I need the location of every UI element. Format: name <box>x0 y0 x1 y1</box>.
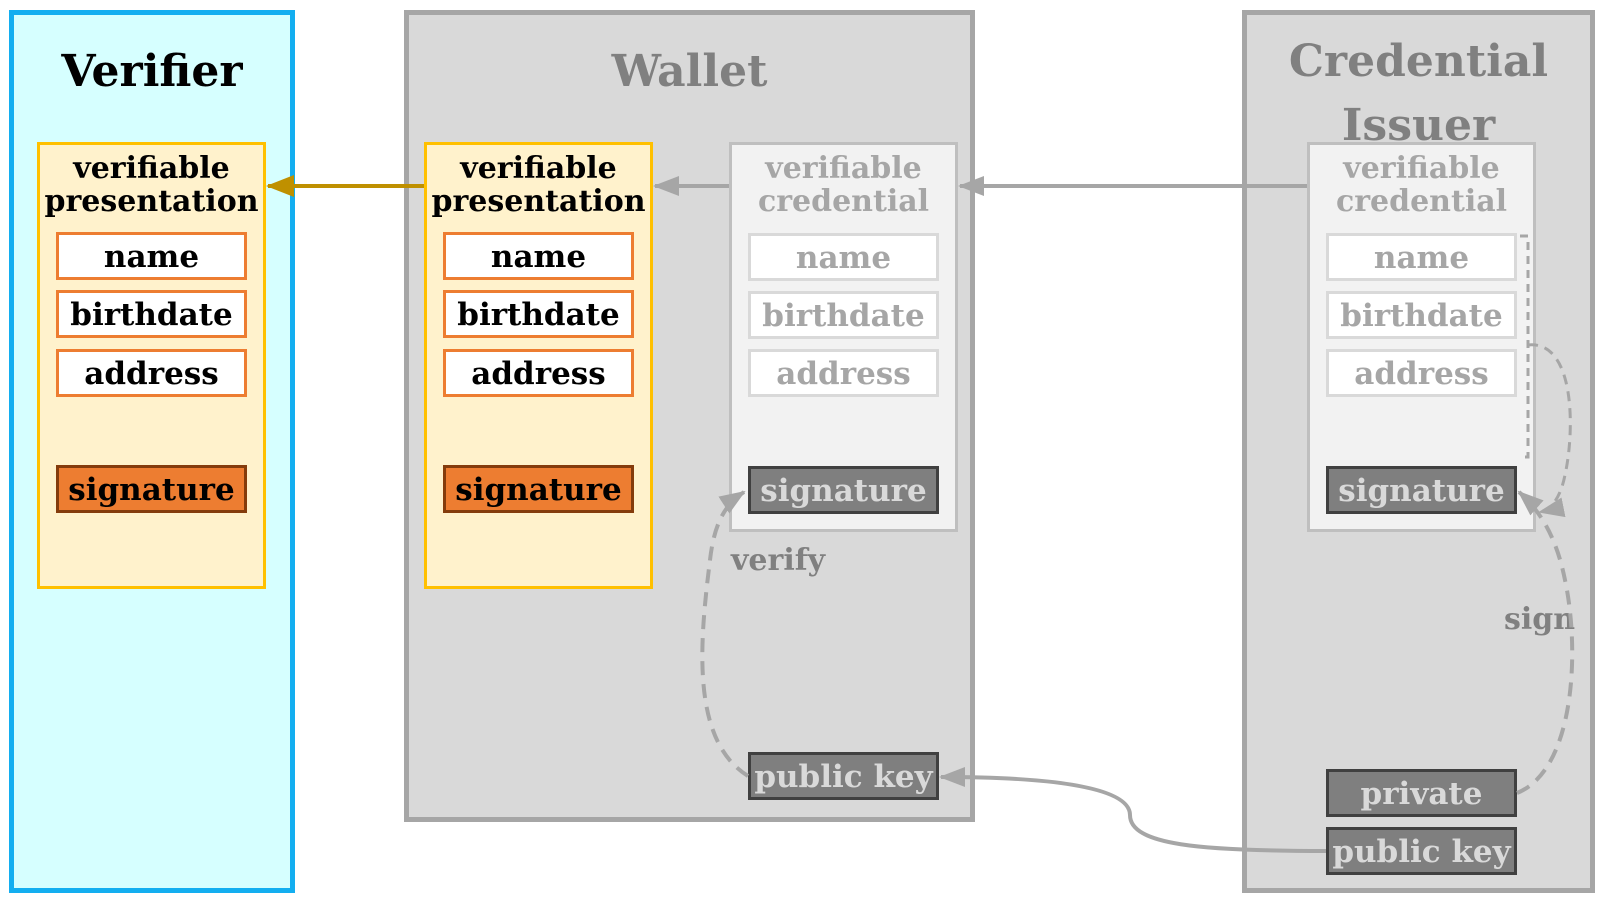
wallet-title: Wallet <box>611 46 768 97</box>
issuer-credential-field-address: address <box>1326 349 1517 397</box>
issuer-credential-signature: signature <box>1326 466 1517 514</box>
verifier-field-name: name <box>56 232 247 280</box>
wallet-credential-title: verifiable credential <box>757 151 930 219</box>
sign-label: sign <box>1504 602 1576 637</box>
sign-dashed-arrow <box>1516 490 1575 795</box>
fields-bracket <box>1520 234 1530 459</box>
wallet-credential-signature: signature <box>748 466 939 514</box>
wallet-public-key: public key <box>748 752 939 800</box>
wallet-presentation-title: verifiable presentation <box>431 151 646 219</box>
verifier-field-address: address <box>56 349 247 397</box>
wallet-credential-field-address: address <box>748 349 939 397</box>
wallet-presentation-field-address: address <box>443 349 634 397</box>
wallet-credential-field-birthdate: birthdate <box>748 291 939 339</box>
issuer-credential-field-birthdate: birthdate <box>1326 291 1517 339</box>
issuer-private-key: private key <box>1326 769 1517 856</box>
verifier-field-birthdate: birthdate <box>56 290 247 338</box>
issuer-credential-field-name: name <box>1326 233 1517 281</box>
verifier-title: Verifier <box>61 46 243 97</box>
hash-dashed-arrow <box>1527 343 1572 518</box>
verify-dashed-arrow <box>700 490 750 778</box>
verify-label: verify <box>731 543 826 578</box>
wallet-presentation-field-name: name <box>443 232 634 280</box>
wallet-presentation-signature: signature <box>443 465 634 513</box>
verifier-signature: signature <box>56 465 247 513</box>
issuer-public-key: public key <box>1326 827 1517 875</box>
verifier-presentation-title: verifiable presentation <box>44 151 259 219</box>
wallet-credential-field-name: name <box>748 233 939 281</box>
public-key-transfer-arrow <box>939 767 1327 853</box>
wallet-presentation-field-birthdate: birthdate <box>443 290 634 338</box>
issuer-credential-title: verifiable credential <box>1335 151 1508 219</box>
